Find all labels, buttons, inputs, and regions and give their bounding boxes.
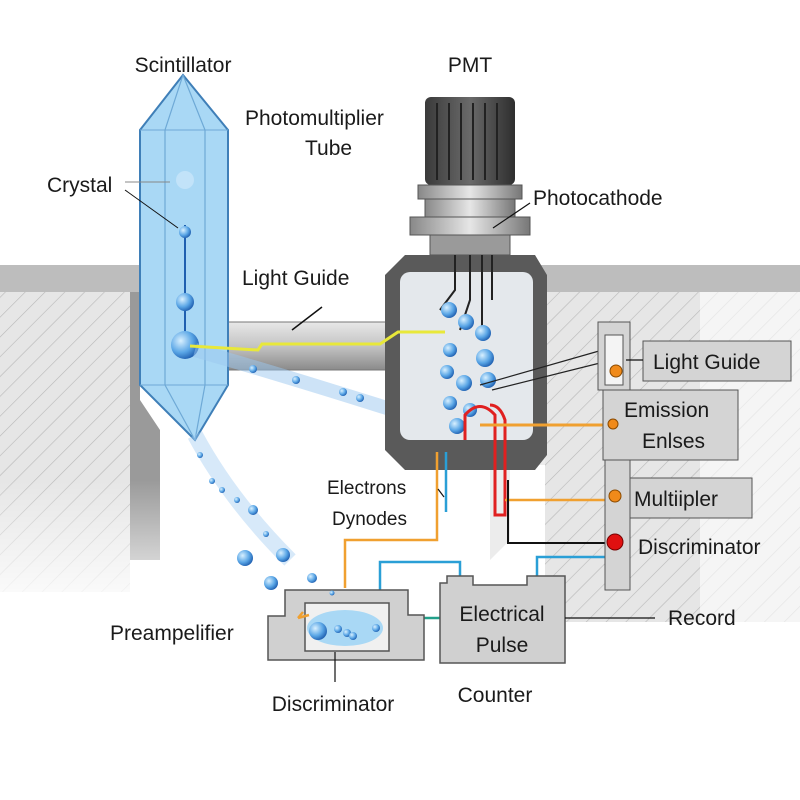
label-discriminator-bottom: Discriminator <box>272 693 395 716</box>
label-photocathode: Photocathode <box>533 187 663 210</box>
label-record: Record <box>668 607 736 630</box>
label-tube: Tube <box>305 137 352 160</box>
preamplifier-box <box>267 589 425 682</box>
right-panel <box>597 321 792 591</box>
label-light-guide: Light Guide <box>242 267 349 290</box>
label-pulse: Pulse <box>476 634 529 657</box>
label-counter: Counter <box>458 684 533 707</box>
label-crystal: Crystal <box>47 174 112 197</box>
label-photomultiplier: Photomultiplier <box>245 107 384 130</box>
wiring <box>343 403 612 625</box>
label-emission: Emission <box>624 399 709 422</box>
crystal-pointer-2 <box>124 189 179 229</box>
label-electrons: Electrons <box>327 478 406 499</box>
label-light-guide-right: Light Guide <box>653 351 760 374</box>
pmt-housing <box>385 255 621 470</box>
label-preamplifier: Preampelifier <box>110 622 234 645</box>
photon-beam <box>189 330 445 352</box>
label-pmt: PMT <box>448 54 493 77</box>
electrical-pulse-box <box>439 575 655 664</box>
label-electrical: Electrical <box>459 603 544 626</box>
left-wall <box>0 265 165 620</box>
pmt-cap <box>409 97 531 256</box>
label-discriminator-right: Discriminator <box>638 536 761 559</box>
label-enlses: Enlses <box>642 430 705 453</box>
label-dynodes: Dynodes <box>332 509 407 530</box>
label-scintillator: Scintillator <box>135 54 232 77</box>
photocathode-pointer <box>492 202 531 229</box>
label-multiplier: Multiipler <box>634 488 718 511</box>
scintillator-crystal <box>139 73 229 442</box>
light-guide-pointer <box>291 306 323 331</box>
